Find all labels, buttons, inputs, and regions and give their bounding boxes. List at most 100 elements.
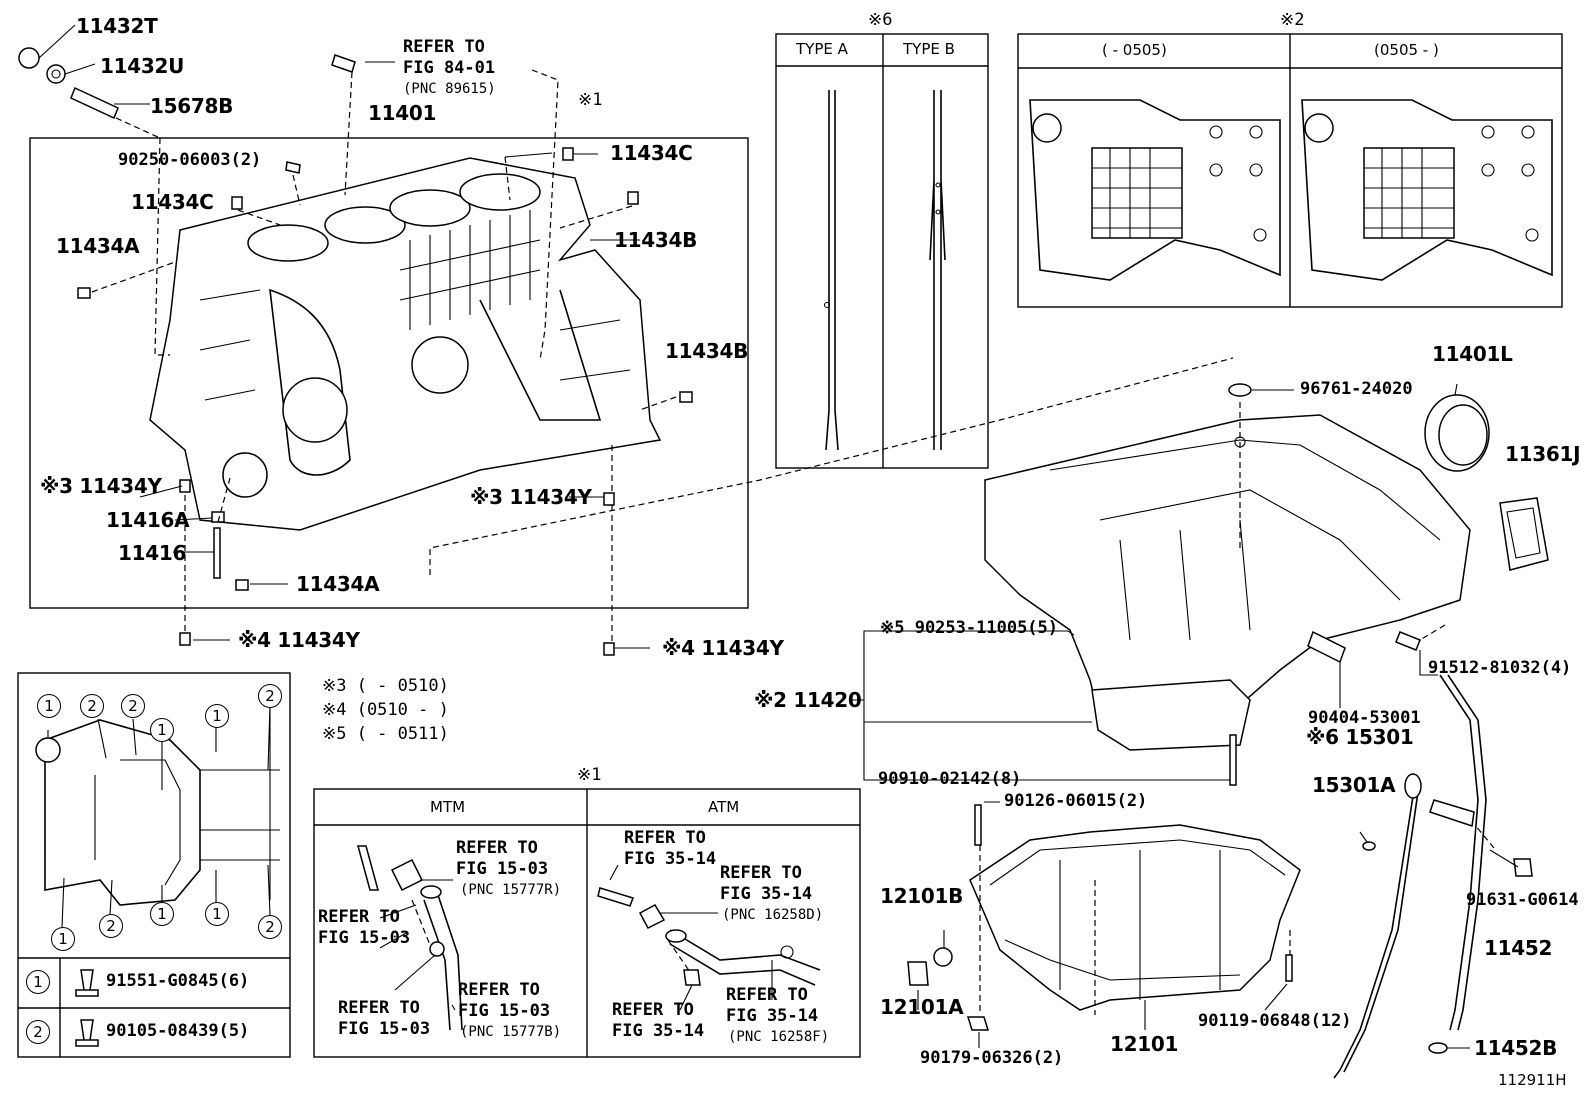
- label-11401L: 11401L: [1432, 342, 1513, 366]
- mtm-ref4-line1: REFER TO: [338, 998, 420, 1018]
- variant-drawing-1: [1029, 99, 1281, 281]
- atm-ref4-line2: FIG 35-14: [726, 1006, 819, 1026]
- box1-mark: ※1: [577, 765, 602, 785]
- atm-ref3-line2: FIG 35-14: [612, 1021, 705, 1041]
- figure-id: 112911H: [1498, 1071, 1567, 1089]
- fasteners-top-left: [18, 47, 693, 656]
- leaders-right: [852, 630, 1438, 781]
- label-91631-G0614: 91631-G0614: [1466, 890, 1579, 910]
- label-11434Y-note3-left: ※3 11434Y: [40, 474, 162, 498]
- atm-ref4-line3: (PNC 16258F): [728, 1029, 830, 1045]
- label-12101B: 12101B: [880, 884, 964, 908]
- oil-pan-variant-box: [1017, 33, 1563, 308]
- label-90126-06015: 90126-06015(2): [1004, 791, 1148, 811]
- atm-drawing: [597, 864, 821, 1011]
- label-11434B-top: 11434B: [614, 228, 698, 252]
- note-mark-1: ※1: [578, 90, 603, 110]
- bolt-marker: 1: [205, 902, 229, 926]
- type-b-header: TYPE B: [903, 40, 955, 58]
- label-11434B-right: 11434B: [665, 339, 749, 363]
- label-11434A-bottom: 11434A: [296, 572, 380, 596]
- bolt-marker: 2: [80, 694, 104, 718]
- leaders-block: [38, 24, 1234, 649]
- refer-fig-label: FIG 84-01: [403, 58, 496, 78]
- label-11434C-top: 11434C: [610, 141, 693, 165]
- note-5: ※5 ( - 0511): [322, 724, 449, 744]
- gasket-11361J-drawing: [1499, 497, 1549, 571]
- label-90910-02142: 90910-02142(8): [878, 769, 1022, 789]
- label-91512-81032: 91512-81032(4): [1428, 658, 1572, 678]
- label-11420: ※2 11420: [754, 688, 862, 712]
- label-11361J: 11361J: [1505, 442, 1581, 466]
- legend-part-90105: 90105-08439(5): [106, 1021, 250, 1041]
- label-11401: 11401: [368, 101, 437, 125]
- label-11452: 11452: [1484, 936, 1553, 960]
- label-11434Y-note4-right: ※4 11434Y: [662, 636, 784, 660]
- label-90404-53001: 90404-53001: [1308, 708, 1421, 728]
- refer-pnc-label: (PNC 89615): [403, 81, 496, 97]
- oil-pan-upper-drawing: [984, 383, 1471, 786]
- bolt-position-box: [17, 672, 291, 1058]
- box2-col1-header: ( - 0505): [1102, 41, 1167, 59]
- label-11452B: 11452B: [1474, 1036, 1558, 1060]
- label-12101A: 12101A: [880, 995, 964, 1019]
- atm-ref1-line2: FIG 35-14: [624, 849, 717, 869]
- legend-part-91551: 91551-G0845(6): [106, 971, 250, 991]
- atm-ref2-line3: (PNC 16258D): [722, 907, 824, 923]
- mtm-ref1-line1: REFER TO: [456, 838, 538, 858]
- mtm-ref3-line2: FIG 15-03: [458, 1001, 551, 1021]
- mtm-ref2-line1: REFER TO: [318, 907, 400, 927]
- block-frame: [29, 137, 749, 609]
- type-a-header: TYPE A: [796, 40, 848, 58]
- atm-ref2-line2: FIG 35-14: [720, 884, 813, 904]
- label-11434C-left: 11434C: [131, 190, 214, 214]
- dipstick-type-box: [775, 33, 989, 469]
- bolt-marker: 2: [121, 694, 145, 718]
- label-90179-06326: 90179-06326(2): [920, 1048, 1064, 1068]
- atm-header: ATM: [708, 798, 740, 816]
- mtm-ref1-line3: (PNC 15777R): [460, 882, 562, 898]
- box6-mark: ※6: [868, 10, 893, 30]
- label-11432U: 11432U: [100, 54, 185, 78]
- atm-ref3-line1: REFER TO: [612, 1000, 694, 1020]
- label-11434Y-note3-right: ※3 11434Y: [470, 485, 592, 509]
- bolt-marker: 2: [258, 915, 282, 939]
- mtm-header: MTM: [430, 798, 466, 816]
- label-15678B: 15678B: [150, 94, 234, 118]
- label-11434A-left: 11434A: [56, 234, 140, 258]
- transmission-type-box: [313, 788, 861, 1058]
- legend-marker-2: 2: [26, 1020, 50, 1044]
- mtm-ref2-line2: FIG 15-03: [318, 928, 411, 948]
- label-90253-11005: ※5 90253-11005(5): [880, 618, 1059, 638]
- box2-col2-header: (0505 - ): [1374, 41, 1439, 59]
- label-15301A: 15301A: [1312, 773, 1396, 797]
- mtm-drawing: [357, 845, 463, 1031]
- dipstick-drawing: [1333, 674, 1533, 1079]
- label-15301: ※6 15301: [1306, 725, 1414, 749]
- variant-drawing-2: [1301, 99, 1553, 281]
- oil-pan-lower-drawing: [907, 801, 1301, 1048]
- oil-seal-drawing: [1424, 383, 1490, 472]
- label-90250-06003: 90250-06003(2): [118, 150, 262, 170]
- atm-ref2-line1: REFER TO: [720, 863, 802, 883]
- atm-ref4-line1: REFER TO: [726, 985, 808, 1005]
- box2-mark: ※2: [1280, 10, 1305, 30]
- label-90119-06848: 90119-06848(12): [1198, 1011, 1352, 1031]
- bolt-marker: 2: [258, 684, 282, 708]
- refer-to-label: REFER TO: [403, 37, 485, 57]
- atm-ref1-line1: REFER TO: [624, 828, 706, 848]
- bolt-marker: 1: [37, 694, 61, 718]
- label-12101: 12101: [1110, 1032, 1179, 1056]
- mtm-ref3-line1: REFER TO: [458, 980, 540, 1000]
- label-11416: 11416: [118, 541, 187, 565]
- bolt-marker: 1: [150, 718, 174, 742]
- legend-marker-1: 1: [26, 970, 50, 994]
- bolt-marker: 1: [51, 927, 75, 951]
- note-4: ※4 (0510 - ): [322, 700, 449, 720]
- cylinder-block-drawing: [149, 157, 662, 531]
- mtm-ref3-line3: (PNC 15777B): [460, 1024, 562, 1040]
- label-11432T: 11432T: [76, 14, 158, 38]
- mtm-ref1-line2: FIG 15-03: [456, 859, 549, 879]
